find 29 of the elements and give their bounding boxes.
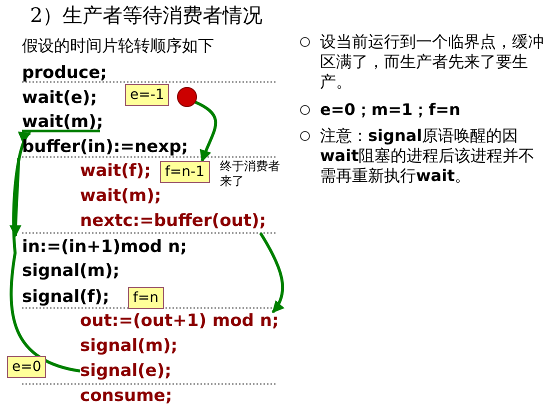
bullet-text: 注意：signal原语唤醒的因wait阻塞的进程后该进程并不需再重新执行wait。 <box>320 126 536 186</box>
arrow <box>194 100 218 162</box>
marker-dot <box>177 87 197 107</box>
code-line: in:=(in+1)mod n; <box>22 236 187 258</box>
value-note: e=0 <box>7 356 46 378</box>
code-line: nextc:=buffer(out); <box>80 210 266 232</box>
code-line: wait(m); <box>80 185 162 207</box>
code-line: wait(e); <box>22 87 97 109</box>
value-note: f=n-1 <box>160 161 210 183</box>
code-line: signal(m); <box>80 335 178 357</box>
code-line: buffer(in):=nexp; <box>22 136 188 158</box>
code-line: produce; <box>22 62 107 84</box>
value-note: e=-1 <box>125 84 170 106</box>
arrow <box>10 132 80 372</box>
code-line: signal(m); <box>22 260 120 282</box>
code-line: out:=(out+1) mod n; <box>80 310 279 332</box>
arrow <box>259 232 284 314</box>
bullet-text: e=0；m=1；f=n <box>320 100 462 120</box>
value-note: f=n <box>128 287 164 309</box>
code-line: wait(m); <box>22 111 104 133</box>
code-line: consume; <box>80 385 172 407</box>
bullet-text: 设当前运行到一个临界点，缓冲区满了，而生产者先来了要生产。 <box>320 32 545 92</box>
intro-text: 假设的时间片轮转顺序如下 <box>22 36 214 57</box>
code-line: wait(f); <box>80 160 151 182</box>
slide-title: 2）生产者等待消费者情况 <box>30 2 263 29</box>
arrow <box>10 158 22 238</box>
side-note: 终于消费者来了 <box>220 159 281 189</box>
code-line: signal(e); <box>80 360 172 382</box>
code-line: signal(f); <box>22 286 110 308</box>
